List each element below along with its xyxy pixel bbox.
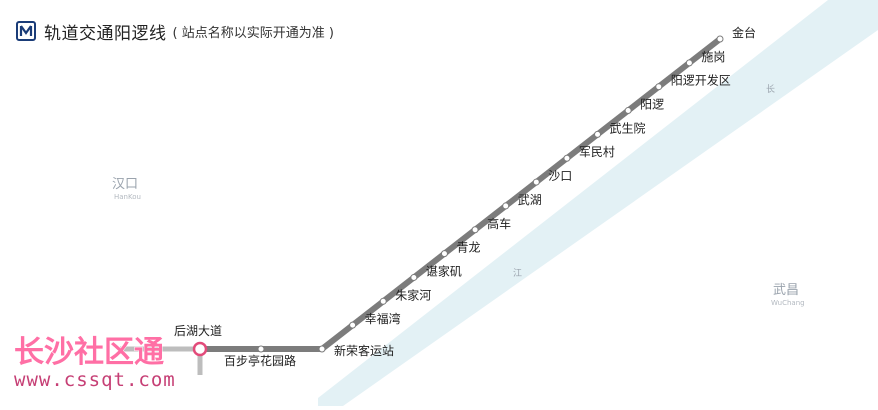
station-label: 朱家河: [395, 287, 431, 302]
station-label: 幸福湾: [365, 311, 401, 326]
metro-logo-icon: [16, 21, 36, 41]
transfer-station-icon: [192, 341, 208, 357]
station-label: 谌家矶: [426, 263, 462, 278]
station: 金台: [716, 25, 756, 43]
station-label: 施岗: [701, 50, 725, 64]
station: 后湖大道: [174, 323, 222, 357]
map-title: 轨道交通阳逻线: [44, 23, 167, 44]
station: 武湖: [502, 192, 542, 210]
station: 沙口: [532, 169, 572, 186]
station-label: 高车: [487, 216, 511, 231]
station: 青龙: [440, 241, 480, 258]
station-dot-icon: [563, 154, 571, 162]
river-label-jiang: 江: [513, 268, 522, 279]
station-label: 后湖大道: [174, 323, 222, 338]
station-dot-icon: [349, 321, 357, 329]
station-dot-icon: [471, 226, 479, 234]
map-subtitle: ( 站点名称以实际开通为准 ): [172, 25, 334, 41]
station-label: 百步亭花园路: [224, 353, 296, 368]
station-dot-icon: [379, 297, 387, 305]
station: 谌家矶: [410, 263, 462, 281]
station-dot-icon: [655, 83, 663, 91]
station: 百步亭花园路: [224, 345, 296, 368]
station: 高车: [471, 216, 511, 234]
station: 幸福湾: [349, 311, 401, 329]
watermark-url: www.cssqt.com: [14, 369, 176, 391]
station: 阳逻开发区: [655, 73, 731, 91]
station-label: 阳逻: [640, 98, 664, 112]
station-label: 军民村: [579, 145, 615, 159]
area-label-wuchang: 武昌: [773, 283, 799, 298]
station-dot-icon: [318, 345, 326, 353]
station-dot-icon: [685, 59, 693, 67]
station-dot-icon: [532, 178, 540, 186]
station-label: 武湖: [518, 192, 542, 207]
area-label-wuchang-en: WuChang: [771, 299, 805, 307]
station: 朱家河: [379, 287, 431, 305]
station-dot-icon: [624, 107, 632, 115]
station-dot-icon: [440, 250, 448, 258]
area-label-hankou-en: HanKou: [114, 193, 141, 201]
station-label: 青龙: [456, 241, 480, 255]
station-dot-icon: [257, 345, 265, 353]
station-dot-icon: [502, 202, 510, 210]
station-label: 新荣客运站: [334, 343, 394, 358]
station-dot-icon: [716, 35, 724, 43]
station-label: 武生院: [610, 121, 646, 135]
station-label: 沙口: [548, 169, 572, 183]
station-label: 阳逻开发区: [671, 73, 731, 88]
station: 新荣客运站: [318, 343, 394, 358]
river-label-chang: 长: [766, 83, 775, 95]
station-dot-icon: [410, 273, 418, 281]
station-dot-icon: [594, 130, 602, 138]
watermark-brand: 长沙社区通: [14, 335, 164, 370]
station: 施岗: [685, 50, 725, 67]
yangtze-river: [318, 0, 878, 406]
map-header: 轨道交通阳逻线 ( 站点名称以实际开通为准 ): [16, 20, 334, 44]
station: 阳逻: [624, 98, 664, 115]
area-label-hankou: 汉口: [112, 177, 138, 192]
station: 军民村: [563, 145, 615, 162]
station: 武生院: [594, 121, 646, 138]
station-label: 金台: [732, 25, 756, 40]
